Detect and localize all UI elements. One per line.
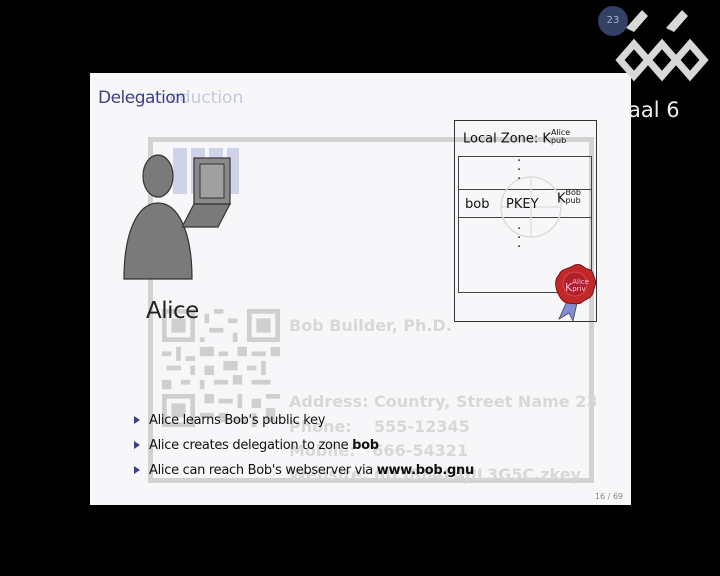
zone-dots-bottom: ··· bbox=[517, 222, 522, 255]
slide-counter-badge: 23 bbox=[598, 6, 628, 36]
zone-dots-top: ··· bbox=[517, 154, 522, 187]
alice-label: Alice bbox=[146, 298, 199, 324]
card-website: Website: 6U3B84L4JIL3G5C.zkey bbox=[289, 465, 582, 484]
alice-person-icon bbox=[123, 154, 193, 280]
list-item: Alice learns Bob's public key bbox=[134, 413, 474, 438]
zone-circle-overlay bbox=[500, 176, 562, 238]
list-item: Alice creates delegation to zone bob bbox=[134, 438, 474, 463]
presentation-slide: Delegatioduction Delegation Bob Builder,… bbox=[90, 73, 631, 505]
broadcast-logo-icon bbox=[615, 10, 709, 82]
zone-record-type: PKEY bbox=[506, 197, 539, 212]
card-phone: Phone: 555-12345 bbox=[289, 417, 470, 436]
zone-record-name: bob bbox=[465, 197, 490, 212]
slide-title: Delegation bbox=[98, 88, 186, 108]
card-mobile: Mobile: 666-54321 bbox=[289, 441, 468, 460]
card-address: Address: Country, Street Name 23 bbox=[289, 392, 598, 411]
slide-title-faint-text: oduction bbox=[169, 88, 244, 108]
slide-title-faint: Delegatioduction bbox=[98, 88, 243, 108]
list-item: Alice can reach Bob's webserver via www.… bbox=[134, 463, 474, 488]
page-number: 16 / 69 bbox=[594, 492, 623, 501]
bullet-icon bbox=[134, 416, 140, 424]
bullet-list: Alice learns Bob's public key Alice crea… bbox=[134, 413, 474, 488]
bullet-icon bbox=[134, 441, 140, 449]
qr-code-icon bbox=[162, 309, 280, 427]
card-name: Bob Builder, Ph.D. bbox=[289, 316, 452, 335]
room-label: aal 6 bbox=[628, 98, 680, 122]
bullet-icon bbox=[134, 466, 140, 474]
wax-seal-icon bbox=[555, 264, 597, 323]
laptop-icon bbox=[182, 157, 231, 228]
